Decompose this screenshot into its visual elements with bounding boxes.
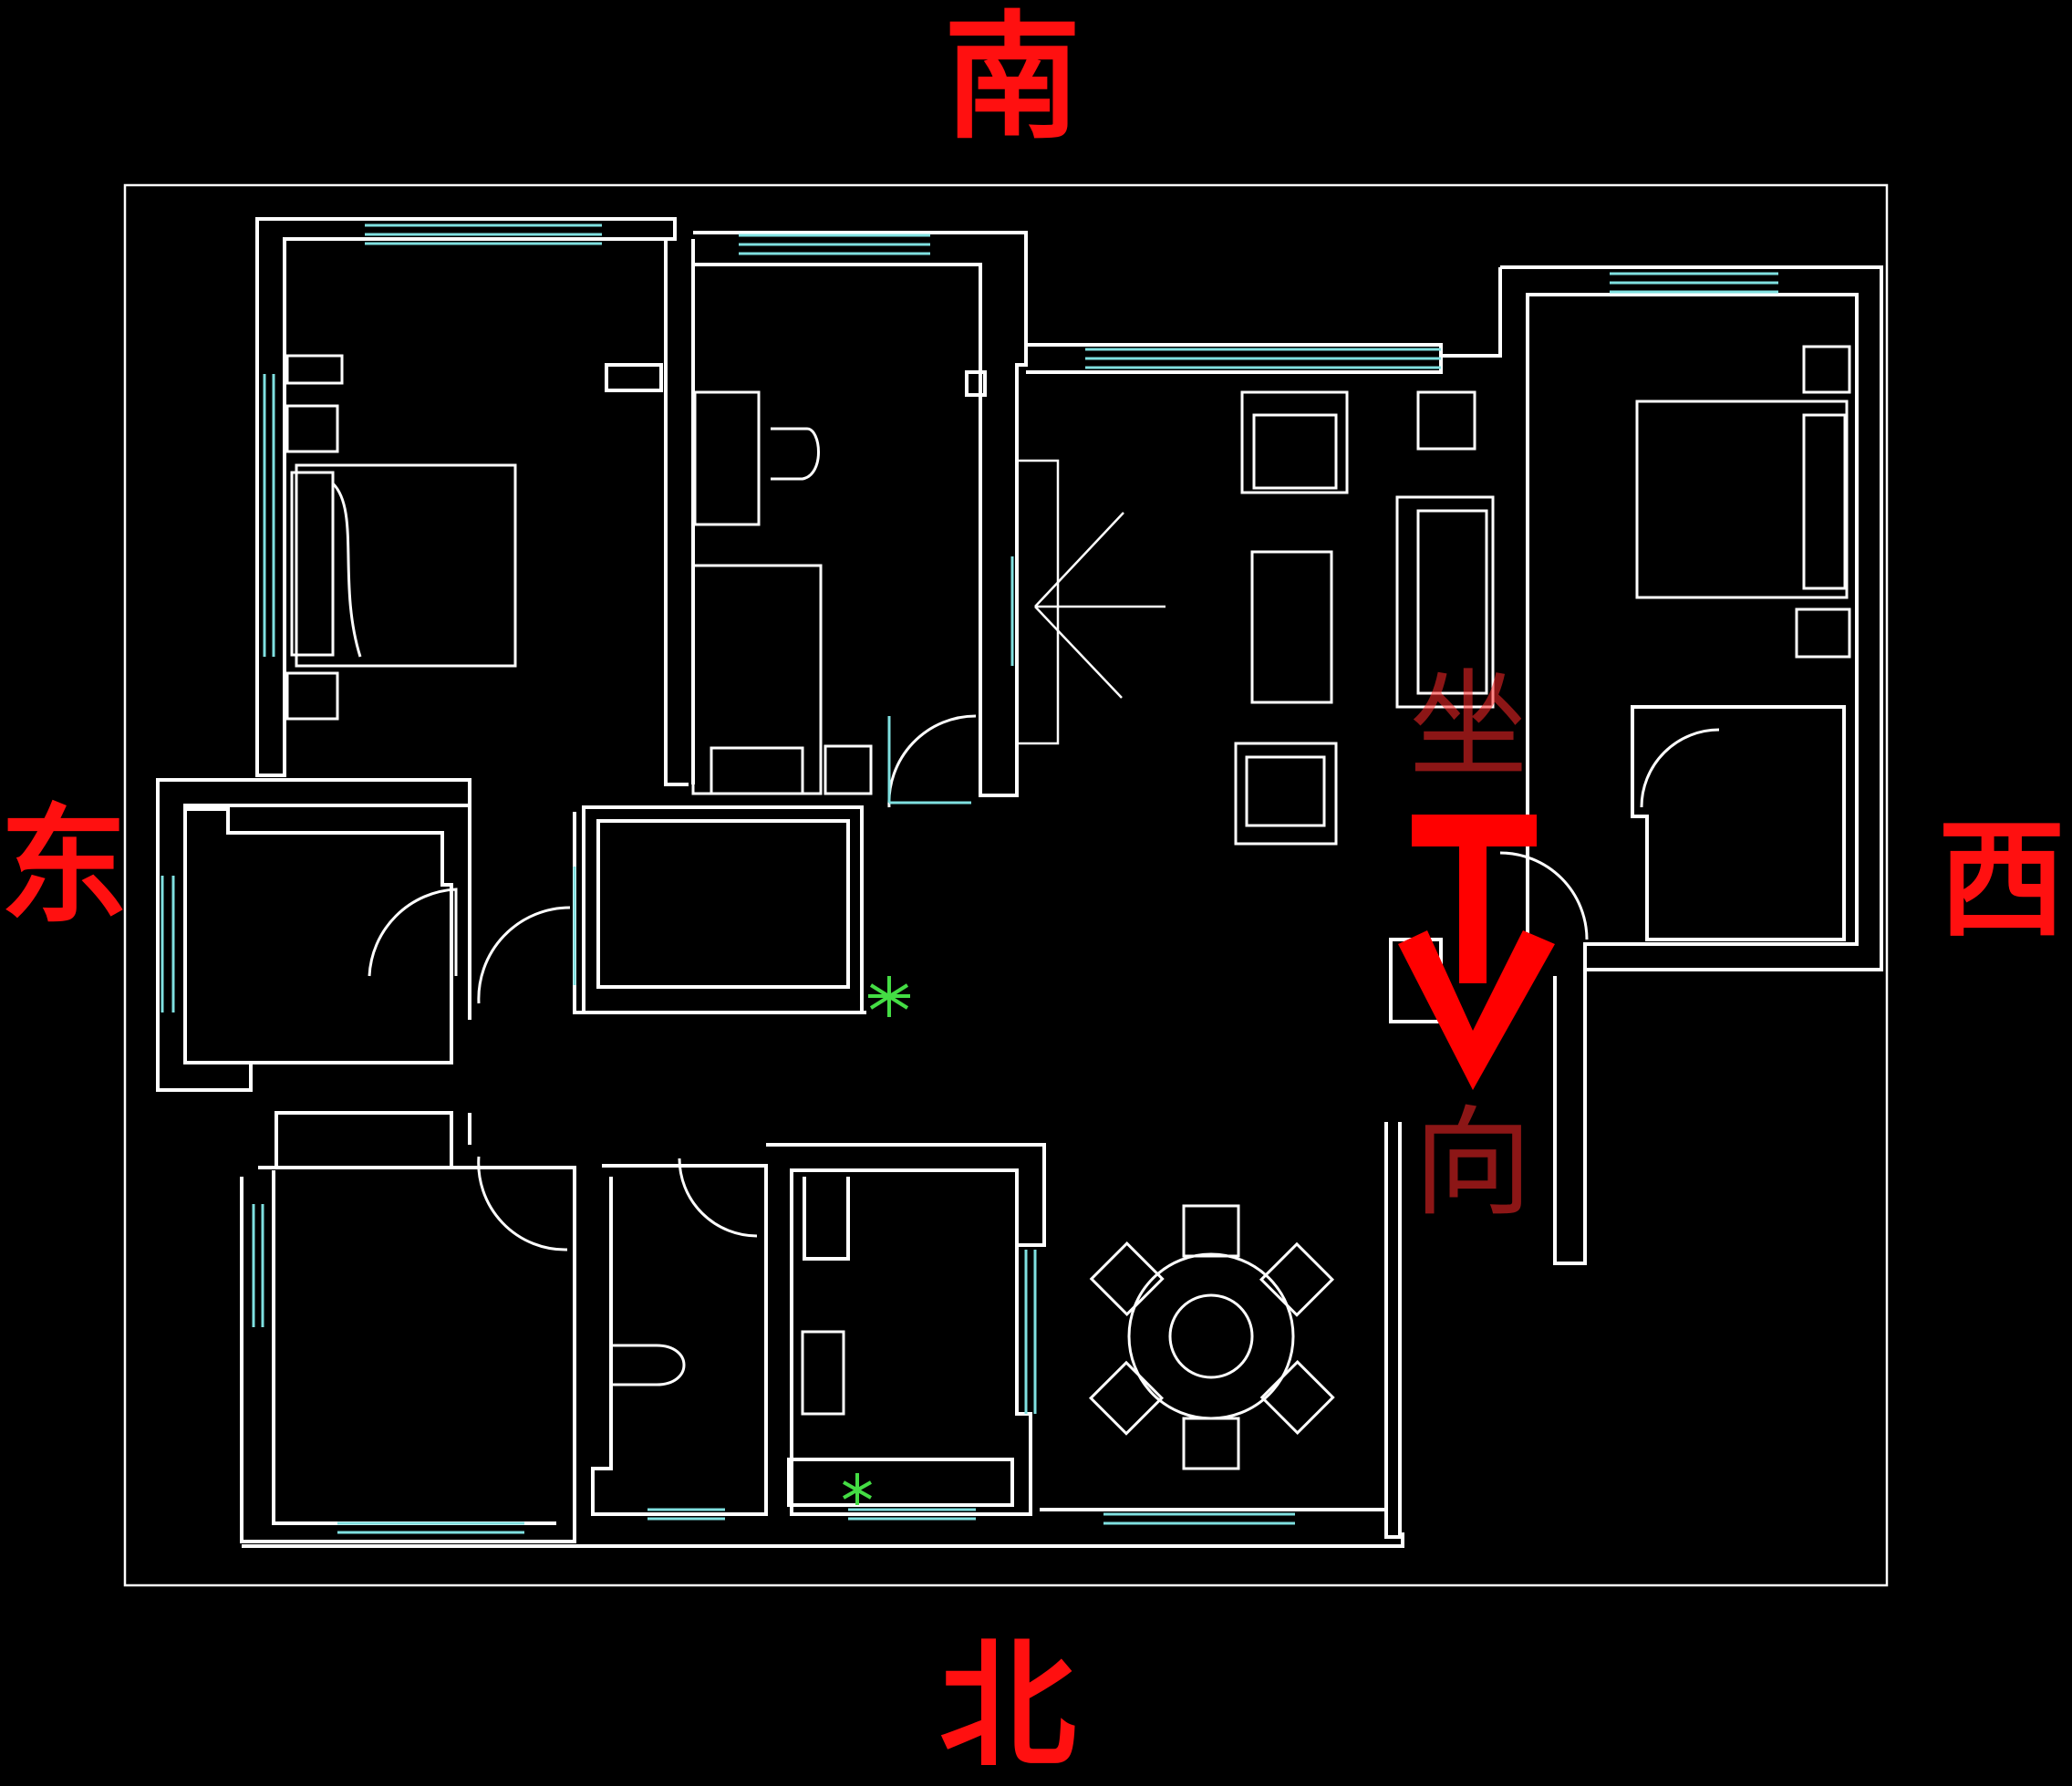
north-bedroom-walls (240, 1111, 576, 1543)
plant-icon (843, 976, 910, 1505)
master-bedroom-walls (255, 217, 695, 786)
door-swings (368, 714, 1720, 1251)
nightstand-icon (285, 404, 339, 453)
desk-icon (691, 390, 873, 795)
drawing-frame (123, 183, 1889, 1587)
east-room-walls (156, 778, 471, 1092)
bed-icon (290, 463, 517, 668)
orientation-label-face: 向 (1414, 1094, 1533, 1232)
compass-arrow-icon (1398, 815, 1555, 1090)
compass-label-west: 西 (1938, 805, 2067, 955)
storage-room-walls (573, 805, 866, 1014)
nightstand-icon (285, 671, 339, 721)
dining-table-icon (1088, 1204, 1335, 1470)
entrance-door-icon (1015, 459, 1166, 745)
bottom-outer-wall (242, 1508, 1404, 1548)
toilet-icon (609, 1330, 845, 1416)
orientation-label-sit: 坐 (1409, 656, 1528, 794)
study-room-walls (693, 231, 1028, 797)
windows (161, 223, 1778, 1534)
bed-icon (1635, 345, 1851, 659)
living-room-walls (1026, 265, 1883, 971)
sofa-icon (1234, 390, 1495, 846)
compass-label-north: 北 (939, 1625, 1077, 1786)
compass-label-east: 东 (0, 792, 129, 941)
compass-label-south: 南 (944, 0, 1082, 158)
kitchen-walls (787, 1170, 1032, 1516)
